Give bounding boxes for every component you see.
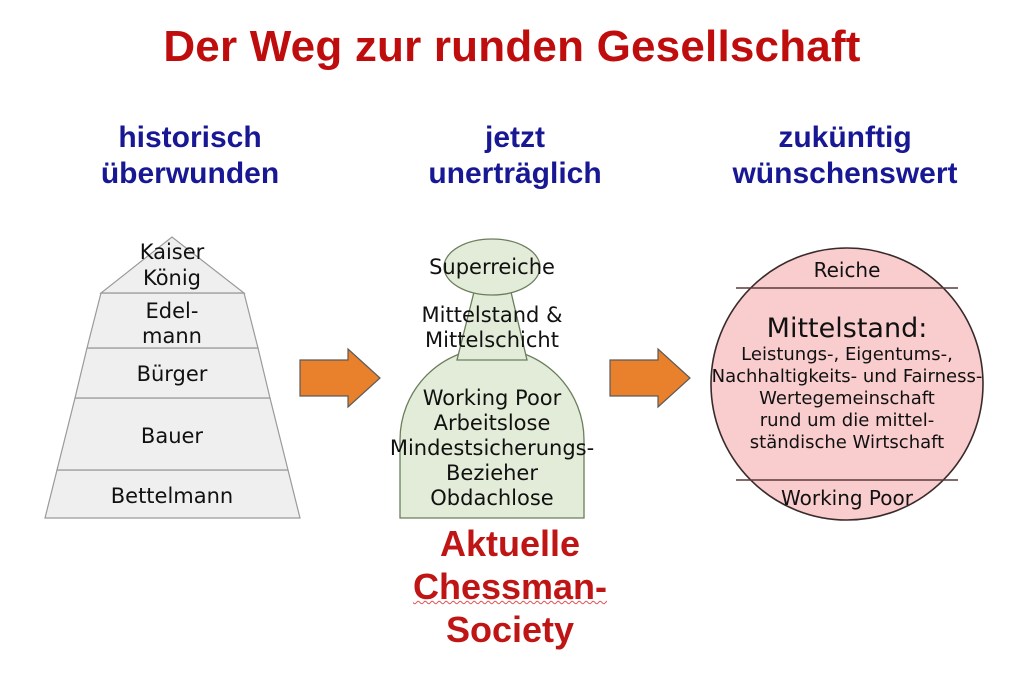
- pyramid-label-bettelmann: Bettelmann: [111, 484, 234, 508]
- pawn-label-superreiche: Superreiche: [429, 255, 555, 279]
- pawn-label-base-2: Arbeitslose: [434, 411, 551, 435]
- pawn-label-base-1: Working Poor: [423, 386, 562, 410]
- arrow-pyramid-to-pawn: [299, 347, 381, 409]
- column-heading-now: jetzt unerträglich: [370, 120, 660, 192]
- pawn-label-base-3: Mindestsicherungs-: [390, 436, 594, 460]
- circle-label-working-poor: Working Poor: [781, 486, 914, 510]
- pawn-label-base-5: Obdachlose: [430, 486, 553, 510]
- column-heading-now-line1: jetzt: [485, 121, 545, 154]
- pawn-head: [443, 238, 541, 296]
- pawn-label-base-4: Bezieher: [446, 461, 538, 485]
- circle-label-middle-1: Leistungs-, Eigentums-,: [741, 344, 953, 365]
- pawn-label-mittelstand-line1: Mittelstand &: [422, 303, 563, 327]
- pyramid-label-kaiser-line1: Kaiser: [140, 240, 205, 264]
- column-heading-future-line1: zukünftig: [778, 121, 912, 154]
- column-heading-historical-line1: historisch: [118, 121, 262, 154]
- pyramid-label-edelmann-line1: Edel-: [146, 299, 199, 323]
- circle-label-middle-4: rund um die mittel-: [760, 410, 934, 431]
- caption-line3: Society: [445, 609, 575, 650]
- arrow-pawn-to-circle: [609, 347, 691, 409]
- circle-label-reiche: Reiche: [814, 258, 881, 282]
- pyramid-label-kaiser-line2: König: [143, 266, 201, 290]
- circle-figure: Reiche Mittelstand: Leistungs-, Eigentum…: [710, 247, 984, 521]
- page-title: Der Weg zur runden Gesellschaft: [163, 22, 861, 71]
- column-heading-historical-line2: überwunden: [100, 157, 280, 190]
- pyramid-tier-kaiser: [99, 236, 246, 294]
- pyramid-label-edelmann-line2: mann: [142, 324, 202, 348]
- circle-label-mittelstand-heading: Mittelstand:: [767, 313, 928, 344]
- pyramid-label-bauer: Bauer: [141, 424, 204, 448]
- circle-label-middle-2: Nachhaltigkeits- und Fairness-: [712, 366, 983, 387]
- circle-label-middle-5: ständische Wirtschaft: [750, 432, 944, 453]
- caption-line1: Aktuelle: [439, 523, 581, 564]
- pawn-label-mittelstand-line2: Mittelschicht: [425, 328, 559, 352]
- pyramid-label-buerger: Bürger: [137, 362, 208, 386]
- circle-label-middle-3: Wertegemeinschaft: [759, 388, 935, 409]
- column-heading-historical: historisch überwunden: [40, 120, 340, 192]
- column-heading-future-line2: wünschenswert: [732, 157, 958, 190]
- caption-line2: Chessman-: [412, 566, 608, 607]
- column-heading-future: zukünftig wünschenswert: [690, 120, 1000, 192]
- pawn-figure: Superreiche Mittelstand & Mittelschicht …: [390, 238, 594, 519]
- pyramid-figure: Kaiser König Edel- mann Bürger Bauer Bet…: [44, 236, 301, 519]
- arrow-right-icon: [299, 347, 381, 409]
- caption-chessman-society: Aktuelle Chessman- Society: [355, 522, 665, 651]
- arrow-right-icon: [609, 347, 691, 409]
- circle-body: [710, 247, 984, 521]
- column-heading-now-line2: unerträglich: [428, 157, 602, 190]
